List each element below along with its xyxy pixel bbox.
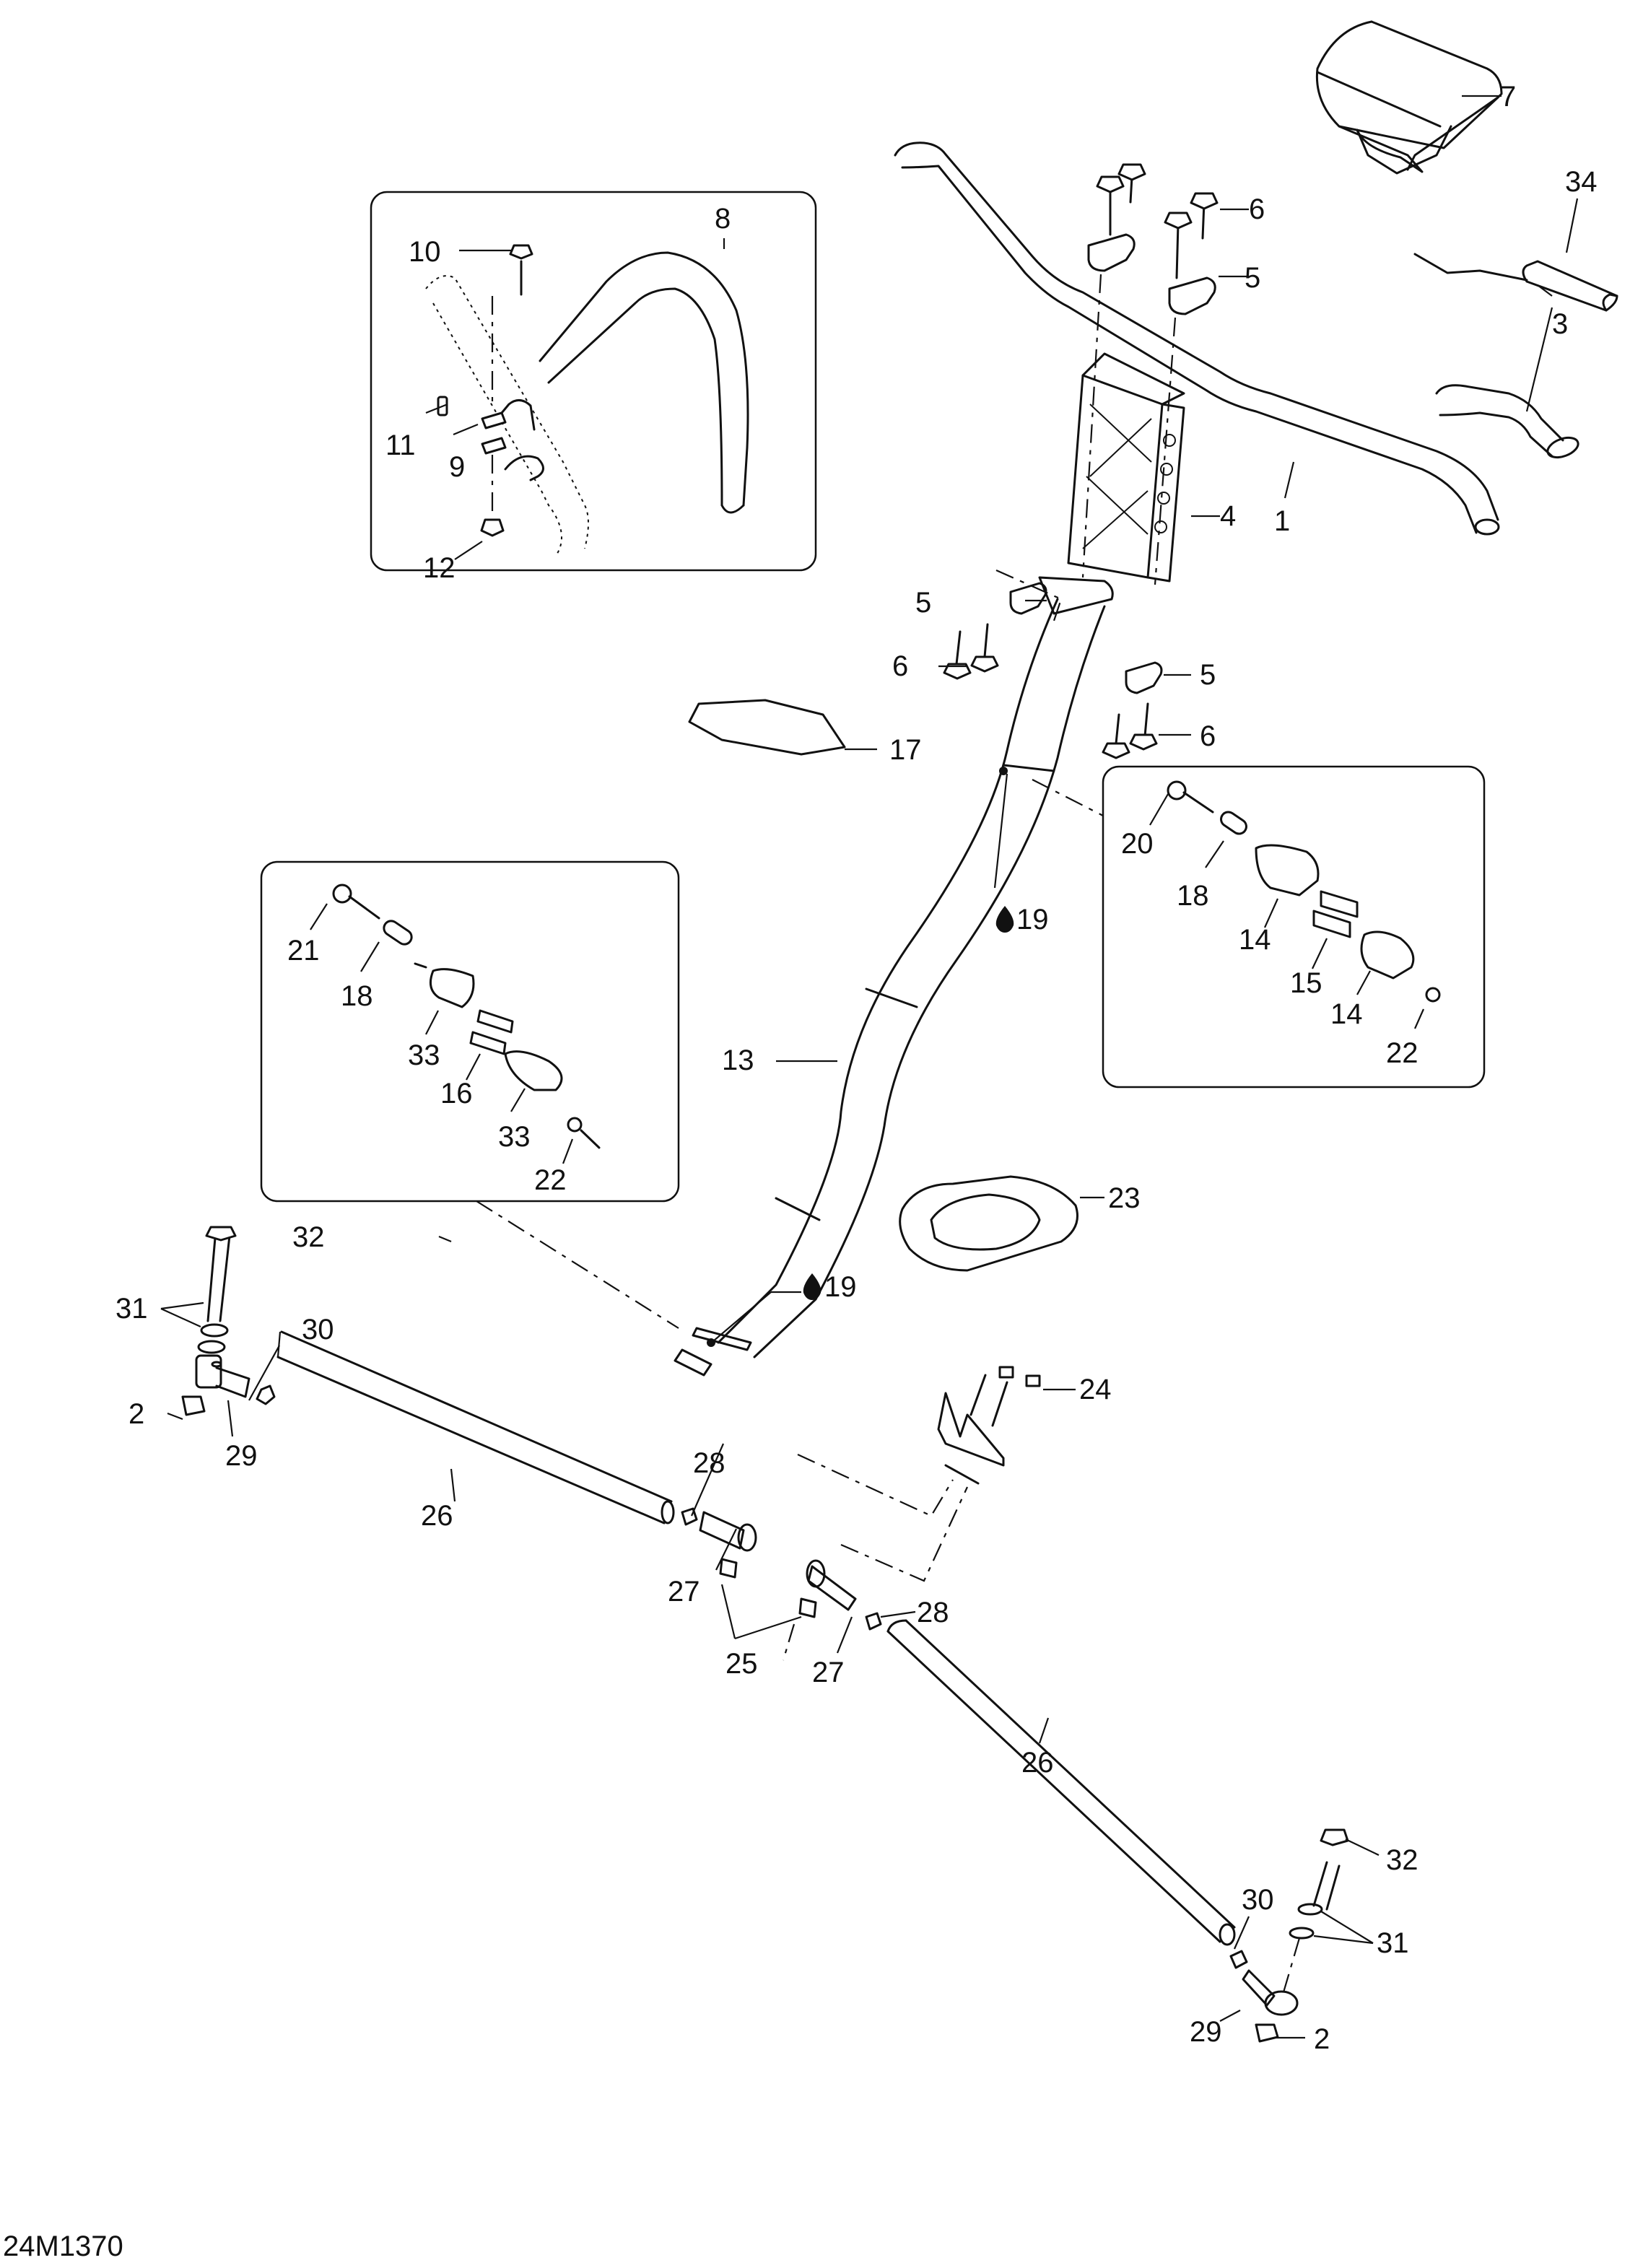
callout-30: 30 <box>1242 1884 1274 1916</box>
callout-19: 19 <box>824 1271 857 1303</box>
callout-34: 34 <box>1565 166 1598 198</box>
callout-19: 19 <box>1016 904 1049 935</box>
lower-clamps <box>943 569 1163 759</box>
callout-20: 20 <box>1121 828 1154 860</box>
callout-5: 5 <box>915 587 931 619</box>
callout-31: 31 <box>1377 1927 1409 1959</box>
inset-box-bushing-right <box>1102 765 1486 1089</box>
left-tie-rod-end <box>181 1226 276 1416</box>
inset-box-handlebar-loop <box>370 191 817 572</box>
droplet-icon <box>803 1273 822 1300</box>
callout-25: 25 <box>725 1648 758 1680</box>
right-tie-rod-end <box>1229 1828 1349 2043</box>
callout-27: 27 <box>668 1576 700 1608</box>
callout-labels: 1 2 2 3 4 5 5 5 6 6 6 7 8 9 10 11 12 13 … <box>116 81 1598 2055</box>
callout-16: 16 <box>440 1078 473 1109</box>
leader-lines <box>160 95 1579 2039</box>
callout-12: 12 <box>423 552 456 584</box>
callout-15: 15 <box>1290 967 1322 999</box>
callout-2: 2 <box>1314 2023 1330 2055</box>
callout-11: 11 <box>385 429 416 461</box>
callout-28: 28 <box>917 1597 949 1628</box>
steering-arm-bracket <box>797 1366 1041 1582</box>
callout-33: 33 <box>408 1039 440 1071</box>
figure-id: 24M1370 <box>3 2230 123 2262</box>
callout-21: 21 <box>287 935 320 967</box>
callout-27: 27 <box>812 1657 845 1688</box>
callout-31: 31 <box>116 1293 148 1325</box>
callout-30: 30 <box>302 1314 334 1345</box>
callout-4: 4 <box>1220 500 1236 532</box>
callout-1: 1 <box>1274 505 1290 537</box>
lubricant-point-lower: 19 <box>803 1271 857 1303</box>
callout-6: 6 <box>1249 193 1265 225</box>
handlebar <box>894 141 1500 536</box>
heating-element <box>1413 253 1618 312</box>
inner-tie-rod-ends <box>681 1507 882 1661</box>
callout-2: 2 <box>128 1398 144 1430</box>
callout-13: 13 <box>722 1044 754 1076</box>
handlebar-pad <box>1315 20 1503 175</box>
callout-24: 24 <box>1079 1374 1112 1405</box>
tie-rod-right <box>886 1619 1236 1946</box>
callout-28: 28 <box>693 1447 725 1479</box>
handlebar-riser <box>1067 352 1185 583</box>
inset-box-bushing-left <box>260 860 680 1203</box>
callout-29: 29 <box>1190 2016 1222 2048</box>
callout-3: 3 <box>1552 308 1568 340</box>
callout-33: 33 <box>498 1121 531 1153</box>
droplet-icon <box>995 906 1014 933</box>
callout-5: 5 <box>1200 659 1216 691</box>
callout-23: 23 <box>1108 1182 1141 1214</box>
callout-32: 32 <box>1386 1844 1418 1876</box>
handlebar-grip <box>1435 384 1579 459</box>
callout-6: 6 <box>1200 720 1216 752</box>
callout-10: 10 <box>409 236 441 268</box>
callout-6: 6 <box>892 650 908 682</box>
callout-18: 18 <box>341 980 373 1012</box>
callout-18: 18 <box>1177 880 1209 912</box>
callout-29: 29 <box>225 1440 258 1472</box>
callout-22: 22 <box>1386 1037 1418 1069</box>
callout-8: 8 <box>715 203 731 235</box>
callout-14: 14 <box>1330 998 1363 1030</box>
inset-right-bushing-parts <box>1167 780 1441 1003</box>
inset-left-bushing-parts <box>332 884 601 1149</box>
lubricant-point-upper: 19 <box>995 904 1049 935</box>
callout-17: 17 <box>889 734 922 766</box>
callout-26: 26 <box>421 1500 453 1532</box>
support-plate <box>688 699 846 756</box>
callout-5: 5 <box>1245 262 1260 294</box>
upper-clamps <box>1081 163 1219 585</box>
tie-rod-left <box>276 1330 675 1525</box>
steering-column <box>674 576 1114 1377</box>
inset-handlebar-loop-parts <box>425 244 749 557</box>
callout-26: 26 <box>1021 1747 1054 1779</box>
callout-7: 7 <box>1500 81 1516 113</box>
callout-22: 22 <box>534 1164 567 1196</box>
callout-9: 9 <box>449 451 465 483</box>
callout-32: 32 <box>292 1221 325 1253</box>
boot-cover <box>899 1175 1078 1272</box>
callout-14: 14 <box>1239 924 1271 956</box>
